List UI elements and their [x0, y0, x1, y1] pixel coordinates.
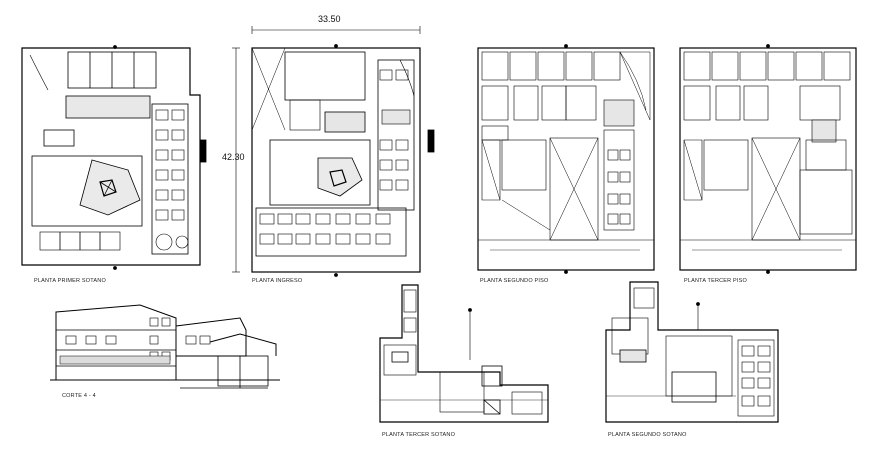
plan-segundo-piso: [477, 44, 655, 274]
label-primer-sotano: PLANTA PRIMER SOTANO: [34, 278, 106, 284]
plan-tercer-sotano: [379, 284, 549, 423]
label-corte: CORTE 4 - 4: [62, 393, 96, 399]
label-segundo-sotano: PLANTA SEGUNDO SOTANO: [608, 432, 687, 438]
plan-ingreso: [232, 26, 435, 277]
label-segundo-piso: PLANTA SEGUNDO PISO: [480, 278, 549, 284]
section-corte-4-4: [50, 304, 280, 389]
plan-primer-sotano: [21, 45, 207, 270]
plan-segundo-sotano: [605, 281, 779, 423]
height-dimension: 42.30: [222, 152, 245, 162]
label-tercer-piso: PLANTA TERCER PISO: [684, 278, 747, 284]
label-ingreso: PLANTA INGRESO: [252, 278, 303, 284]
label-tercer-sotano: PLANTA TERCER SOTANO: [382, 432, 456, 438]
width-dimension: 33.50: [318, 14, 341, 24]
plan-tercer-piso: [679, 44, 857, 274]
